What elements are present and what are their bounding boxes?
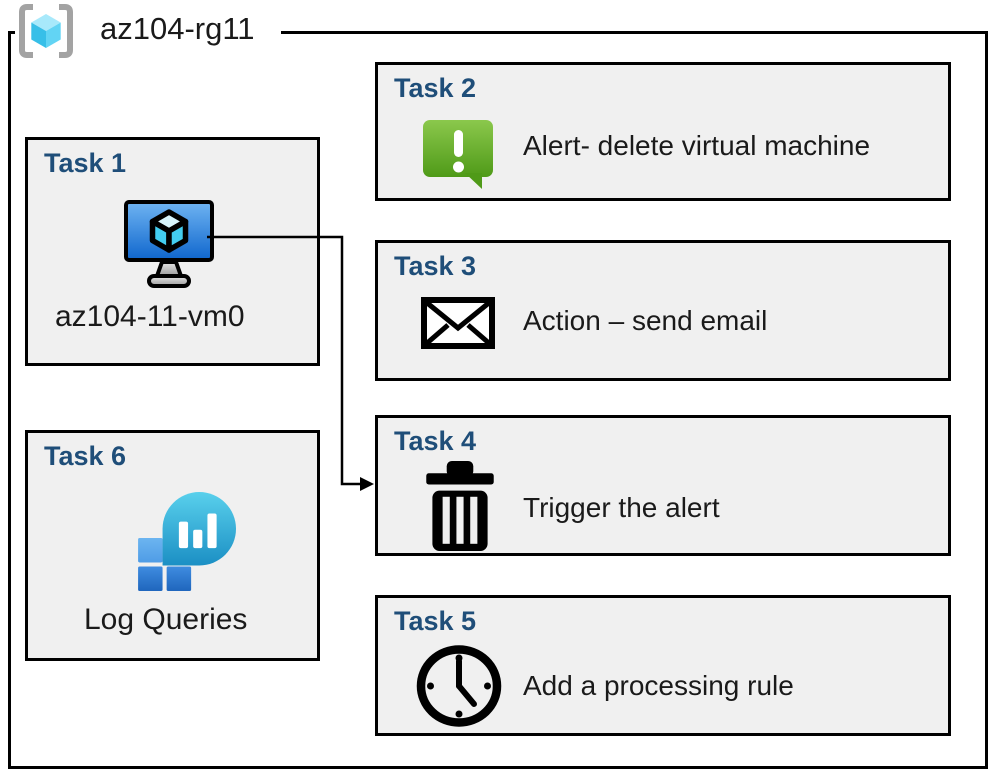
task-2-box: Task 2 Alert- delete virtual machine — [375, 62, 951, 201]
task-6-heading: Task 6 — [44, 441, 127, 471]
clock-icon — [416, 645, 502, 727]
task-2-label: Alert- delete virtual machine — [523, 130, 871, 161]
email-icon — [421, 297, 495, 349]
virtual-machine-icon — [124, 200, 214, 288]
alert-icon — [423, 120, 493, 189]
task-3-heading: Task 3 — [394, 251, 477, 281]
task-3-label: Action – send email — [523, 305, 768, 336]
task-5-label: Add a processing rule — [523, 670, 794, 701]
resource-group-outline — [8, 31, 988, 769]
task-6-label: Log Queries — [84, 603, 248, 636]
task-3-box: Task 3 Action – send email — [375, 240, 951, 381]
trash-icon — [426, 461, 494, 551]
task-1-box: Task 1 az104-11-vm0 — [25, 137, 320, 366]
task-1-label: az104-11-vm0 — [55, 300, 245, 333]
task-4-heading: Task 4 — [394, 426, 477, 456]
resource-group-name: az104-rg11 — [100, 11, 255, 46]
task-5-heading: Task 5 — [394, 606, 477, 636]
log-analytics-icon — [138, 492, 236, 591]
task-5-box: Task 5 Add a processing rule — [375, 595, 951, 736]
task-2-heading: Task 2 — [394, 73, 477, 103]
resource-group-icon — [19, 4, 73, 58]
task-6-box: Task 6 Log Queries — [25, 430, 320, 661]
resource-group-title-area — [15, 27, 281, 38]
task-4-box: Task 4 Trigger the alert — [375, 415, 951, 556]
task-1-heading: Task 1 — [44, 148, 127, 178]
task-4-label: Trigger the alert — [523, 492, 720, 523]
